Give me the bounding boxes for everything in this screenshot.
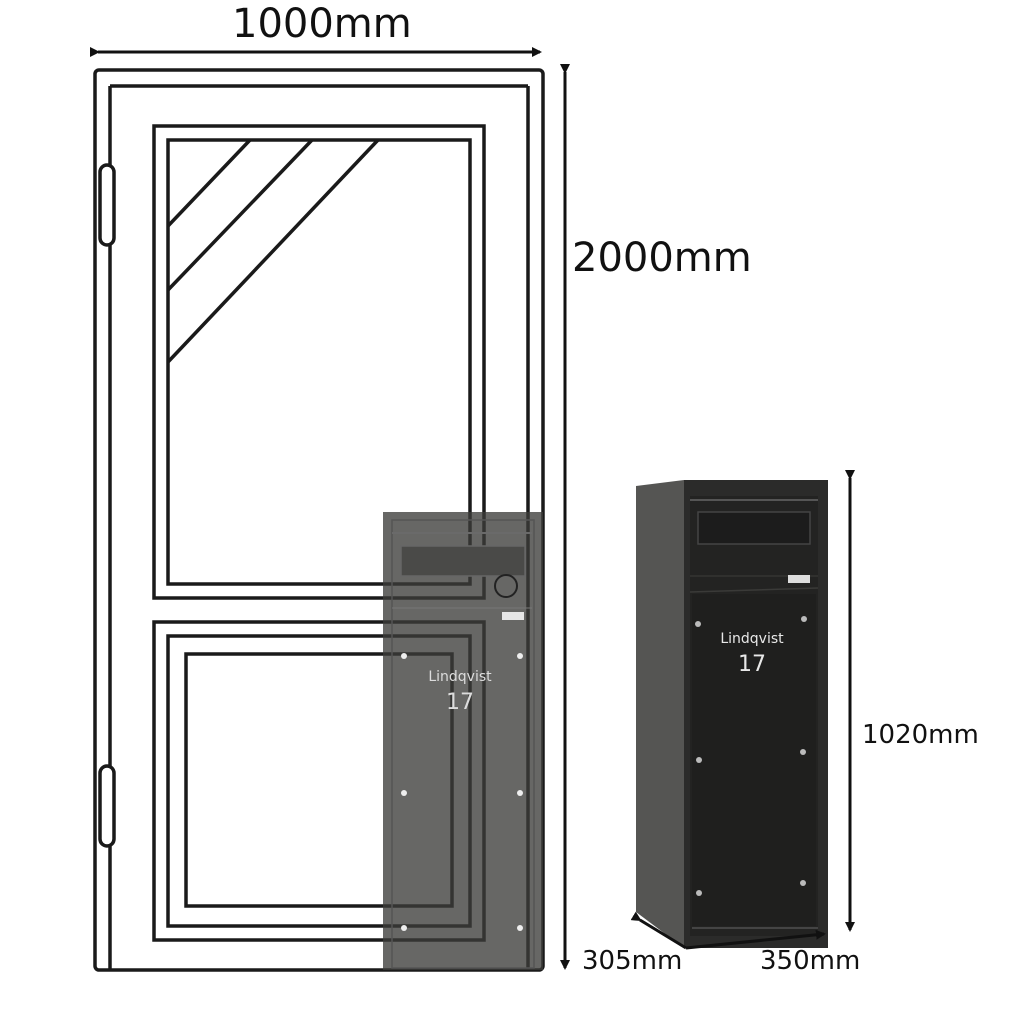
overlay-mail-slot — [400, 545, 526, 577]
overlay-name-plate — [502, 612, 524, 620]
overlay-house-number: 17 — [446, 690, 474, 715]
overlay-name-text: Lindqvist — [428, 669, 492, 685]
mailbox-width-arrow — [685, 929, 826, 950]
mailbox-render — [636, 480, 828, 948]
name-plate — [788, 575, 810, 583]
mailbox-depth-arrow — [630, 911, 687, 950]
mailbox-house-number: 17 — [738, 652, 766, 677]
mailbox-height-label: 1020mm — [862, 720, 979, 750]
door-width-label: 1000mm — [232, 1, 412, 47]
mailbox-depth-label: 305mm — [582, 946, 683, 976]
hinge-bottom — [98, 764, 116, 848]
door-height-label: 2000mm — [572, 235, 752, 281]
mailbox-name-text: Lindqvist — [720, 631, 784, 647]
mailbox-width-label: 350mm — [760, 946, 861, 976]
hinge-top — [98, 163, 116, 247]
mail-slot-flap — [697, 511, 811, 545]
overlay-bell-button — [494, 574, 518, 598]
mailbox-overlay — [383, 512, 543, 970]
